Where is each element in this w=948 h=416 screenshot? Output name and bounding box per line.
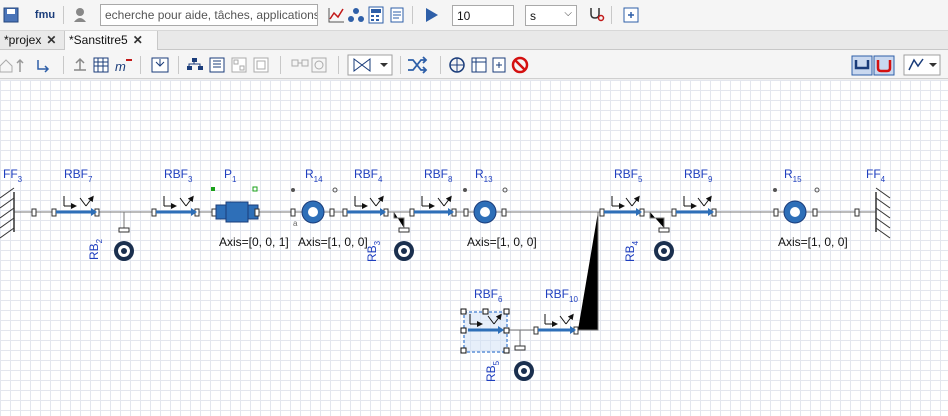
shuffle-icon[interactable] <box>408 56 428 74</box>
connect-icon[interactable] <box>291 59 309 67</box>
rbf8-label: RBF8 <box>424 167 453 184</box>
axis-label-r13: Axis=[1, 0, 0] <box>467 235 537 249</box>
home-icon[interactable] <box>0 59 13 73</box>
stop-time-input[interactable]: 10 <box>452 5 514 26</box>
target-icon[interactable] <box>449 57 465 73</box>
rb4-body[interactable] <box>654 241 674 261</box>
magnet-red-icon[interactable] <box>873 55 895 76</box>
p1-prismatic-joint[interactable] <box>211 186 260 223</box>
rbf4-label: RBF4 <box>354 167 383 184</box>
document-icon[interactable] <box>386 4 408 26</box>
calculator-icon[interactable] <box>365 4 387 26</box>
time-unit-value: s <box>530 9 536 23</box>
r14-revolute-joint[interactable]: a <box>290 187 338 228</box>
rbf7-label: RBF7 <box>64 167 93 184</box>
rb2-body[interactable] <box>114 241 134 261</box>
tab-sanstitre5[interactable]: *Sanstitre5 ✕ <box>64 31 158 50</box>
up-icon[interactable] <box>16 58 24 72</box>
diagram-toolbar-icons: m <box>0 54 941 76</box>
ff3-fixed-frame[interactable] <box>0 187 37 239</box>
grid2-icon[interactable] <box>253 57 269 73</box>
refresh-icon[interactable] <box>311 57 327 73</box>
rb4-label: RB4 <box>623 240 640 262</box>
view-dropdown[interactable] <box>347 54 393 76</box>
rbf5-block[interactable] <box>599 195 645 217</box>
rbf9-block[interactable] <box>671 195 717 217</box>
tab-label: *projex <box>4 33 42 47</box>
close-icon[interactable]: ✕ <box>132 33 143 47</box>
ff4-label: FF4 <box>866 167 886 184</box>
main-toolbar: fmu echerche pour aide, tâches, applicat… <box>0 0 948 31</box>
tab-projex[interactable]: *projex ✕ <box>0 31 64 50</box>
svg-text:m: m <box>115 59 126 74</box>
axis-label-p1: Axis=[0, 0, 1] <box>219 235 289 249</box>
script-icon[interactable]: m <box>115 59 132 74</box>
rb3-body[interactable] <box>394 241 414 261</box>
rbf3-label: RBF3 <box>164 167 193 184</box>
branch-connection <box>578 212 599 331</box>
diagram-toolbar: m <box>0 50 948 79</box>
ff4-fixed-frame[interactable] <box>854 187 891 239</box>
rb2-label: RB2 <box>87 238 104 260</box>
plot-icon[interactable] <box>325 4 347 26</box>
hierarchy-icon[interactable] <box>187 58 203 70</box>
rbf10-block[interactable] <box>533 313 579 335</box>
run-simulation-icon[interactable] <box>420 4 442 26</box>
user-help-icon[interactable] <box>70 4 92 26</box>
rbf9-label: RBF9 <box>684 167 713 184</box>
chevron-down-icon: ⌵ <box>564 8 572 19</box>
no-entry-icon[interactable] <box>511 56 529 74</box>
return-icon[interactable] <box>37 60 50 73</box>
rbf10-label: RBF10 <box>545 287 578 304</box>
port-a-label: a <box>293 219 298 228</box>
rbf5-label: RBF5 <box>614 167 643 184</box>
routing-dropdown[interactable] <box>903 54 941 76</box>
tab-label: *Sanstitre5 <box>69 33 128 47</box>
rbf7-block[interactable] <box>51 195 100 217</box>
search-input[interactable]: echerche pour aide, tâches, applications… <box>100 4 318 26</box>
rbf8-block[interactable] <box>409 195 457 217</box>
axis-label-r15: Axis=[1, 0, 0] <box>778 235 848 249</box>
diagram-canvas[interactable]: FF3 RBF7 RB2 RBF3 <box>0 80 948 416</box>
rb3-label: RB3 <box>365 240 382 262</box>
table-plus-icon[interactable] <box>471 57 487 73</box>
add-window-icon[interactable] <box>620 4 642 26</box>
p1-label: P1 <box>224 167 237 184</box>
list-icon[interactable] <box>209 57 225 73</box>
r13-revolute-joint[interactable] <box>463 187 508 224</box>
stethoscope-icon[interactable] <box>585 4 607 26</box>
rb5-label: RB5 <box>484 360 501 382</box>
save-icon[interactable] <box>0 4 22 26</box>
rbf6-block-selected[interactable] <box>460 308 510 354</box>
fmu-button[interactable]: fmu <box>34 9 56 21</box>
document-tabs: *projex ✕ *Sanstitre5 ✕ <box>0 31 948 50</box>
close-icon[interactable]: ✕ <box>46 33 57 47</box>
r13-label: R13 <box>475 167 493 184</box>
r15-revolute-joint[interactable] <box>773 187 820 224</box>
grid-icon[interactable] <box>231 57 247 73</box>
magnet-icon[interactable] <box>851 55 873 76</box>
r14-label: R14 <box>305 167 323 184</box>
fix-icon[interactable] <box>74 57 86 71</box>
add-row-icon[interactable] <box>492 57 506 73</box>
r15-label: R15 <box>784 167 802 184</box>
axis-label-r14: Axis=[1, 0, 0] <box>298 235 368 249</box>
rb5-body[interactable] <box>514 361 534 381</box>
rbf3-block[interactable] <box>151 195 200 217</box>
ff3-label: FF3 <box>3 167 23 184</box>
diagram-svg: FF3 RBF7 RB2 RBF3 <box>0 167 891 382</box>
table-icon[interactable] <box>93 57 109 73</box>
download-icon[interactable] <box>151 57 169 73</box>
time-unit-select[interactable]: s ⌵ <box>525 5 577 26</box>
rbf6-label: RBF6 <box>474 287 503 304</box>
rbf4-block[interactable] <box>342 195 389 217</box>
model-tree-icon[interactable] <box>345 4 367 26</box>
